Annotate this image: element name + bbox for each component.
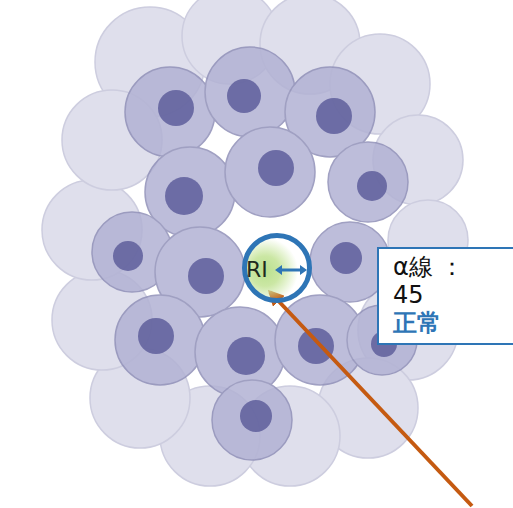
range-arrow-head: [275, 265, 307, 275]
callout-box: α線 ：45正常: [377, 247, 513, 345]
emphasis-text: 正常: [393, 309, 513, 337]
isotope-label: RI: [246, 257, 268, 282]
range-text: α線 ：45: [393, 253, 470, 309]
ri-circle: RI: [242, 233, 312, 303]
outer-cells: [42, 0, 468, 486]
